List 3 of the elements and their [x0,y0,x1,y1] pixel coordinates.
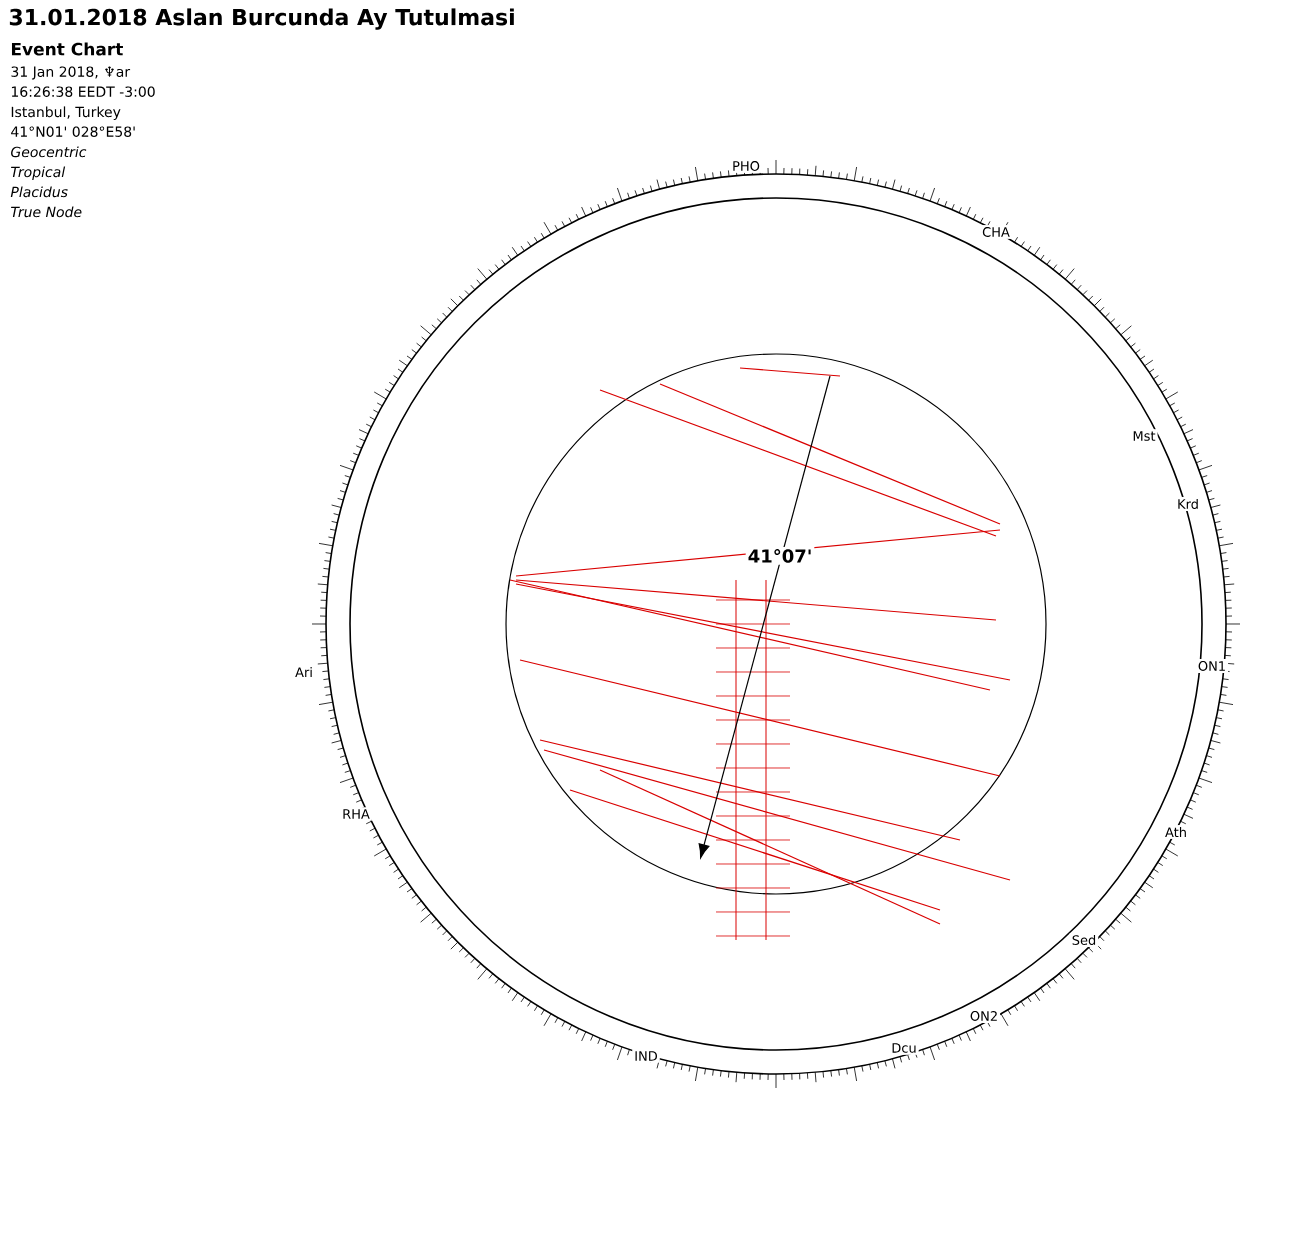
chart-title: 31.01.2018 Aslan Burcunda Ay Tutulmasi [9,8,514,30]
angle-value: 41°07' [745,547,815,565]
chart-subtitle: Event Chart [12,42,123,56]
